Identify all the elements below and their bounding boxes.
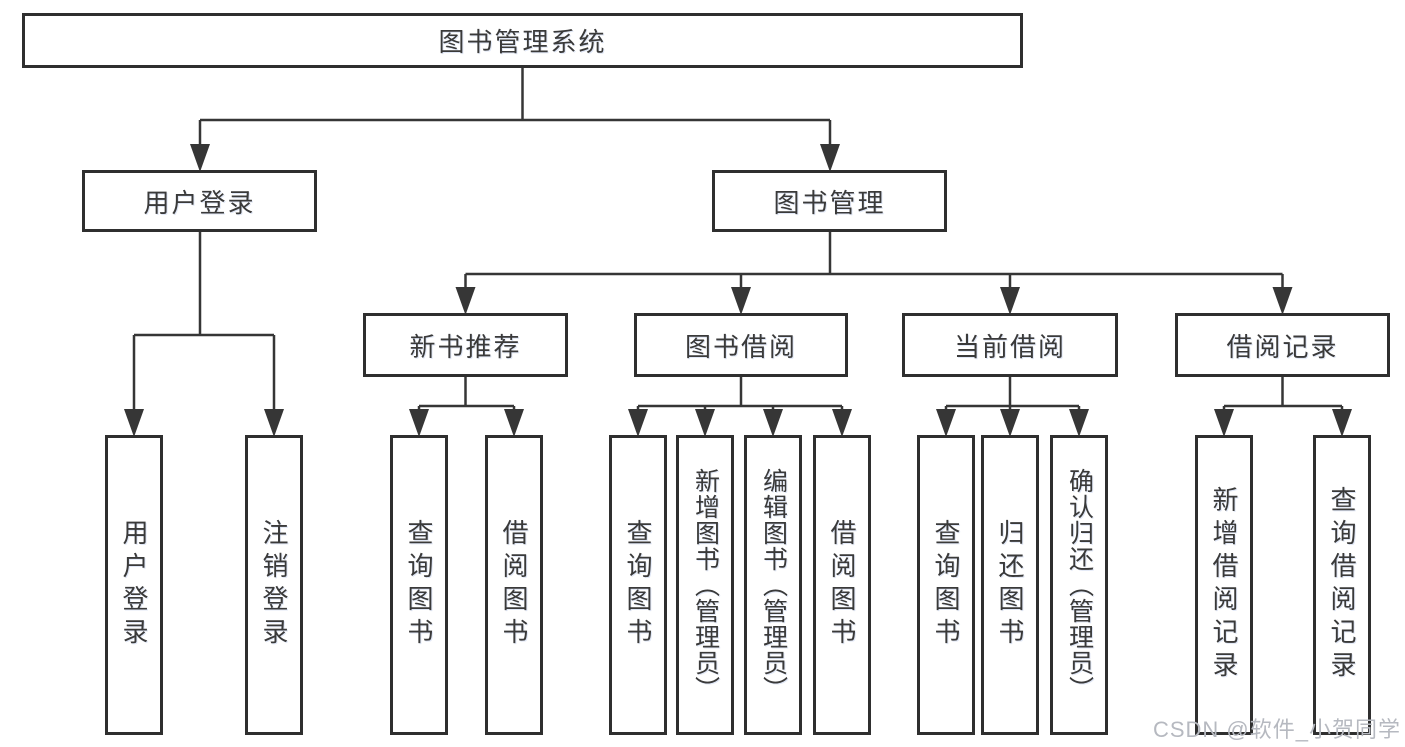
node-book-management: 图书管理 — [712, 170, 947, 232]
leaf-br-query-record: 查询借阅记录 — [1313, 435, 1371, 735]
node-borrowing-records: 借阅记录 — [1175, 313, 1390, 377]
leaf-bb-borrow-books-label: 借阅图书 — [827, 519, 857, 651]
leaf-bb-add-book-admin-label: 新增图书（管理员） — [691, 468, 720, 702]
node-book-management-label: 图书管理 — [773, 187, 886, 218]
csdn-watermark: CSDN @软件_小贺同学 — [1152, 717, 1401, 742]
node-borrowing-records-label: 借阅记录 — [1226, 331, 1339, 362]
leaf-cb-return-book-label: 归还图书 — [995, 519, 1025, 651]
leaf-br-add-record: 新增借阅记录 — [1195, 435, 1253, 735]
leaf-bb-query-books: 查询图书 — [609, 435, 667, 735]
node-current-borrowing-label: 当前借阅 — [953, 331, 1066, 362]
leaf-br-query-record-label: 查询借阅记录 — [1327, 486, 1357, 684]
leaf-logout: 注销登录 — [245, 435, 303, 735]
leaf-user-login: 用户登录 — [105, 435, 163, 735]
leaf-cb-confirm-return-admin-label: 确认归还（管理员） — [1065, 468, 1094, 702]
leaf-nb-query-books: 查询图书 — [390, 435, 448, 735]
leaf-cb-query-books: 查询图书 — [917, 435, 975, 735]
node-library-system: 图书管理系统 — [22, 13, 1023, 68]
leaf-nb-borrow-books-label: 借阅图书 — [499, 519, 529, 651]
leaf-user-login-label: 用户登录 — [119, 519, 149, 651]
leaf-bb-borrow-books: 借阅图书 — [813, 435, 871, 735]
node-user-login-label: 用户登录 — [143, 187, 256, 218]
node-new-book-recommendation-label: 新书推荐 — [409, 331, 522, 362]
node-book-borrowing: 图书借阅 — [634, 313, 848, 377]
node-new-book-recommendation: 新书推荐 — [363, 313, 568, 377]
leaf-nb-borrow-books: 借阅图书 — [485, 435, 543, 735]
leaf-logout-label: 注销登录 — [259, 519, 289, 651]
leaf-bb-query-books-label: 查询图书 — [623, 519, 653, 651]
leaf-bb-add-book-admin: 新增图书（管理员） — [676, 435, 734, 735]
node-book-borrowing-label: 图书借阅 — [684, 331, 797, 362]
leaf-cb-return-book: 归还图书 — [981, 435, 1039, 735]
leaf-cb-confirm-return-admin: 确认归还（管理员） — [1050, 435, 1108, 735]
leaf-cb-query-books-label: 查询图书 — [931, 519, 961, 651]
leaf-nb-query-books-label: 查询图书 — [404, 519, 434, 651]
node-current-borrowing: 当前借阅 — [902, 313, 1118, 377]
leaf-br-add-record-label: 新增借阅记录 — [1209, 486, 1239, 684]
leaf-bb-edit-book-admin: 编辑图书（管理员） — [744, 435, 802, 735]
node-library-system-label: 图书管理系统 — [438, 27, 607, 57]
node-user-login: 用户登录 — [82, 170, 317, 232]
leaf-bb-edit-book-admin-label: 编辑图书（管理员） — [759, 468, 788, 702]
